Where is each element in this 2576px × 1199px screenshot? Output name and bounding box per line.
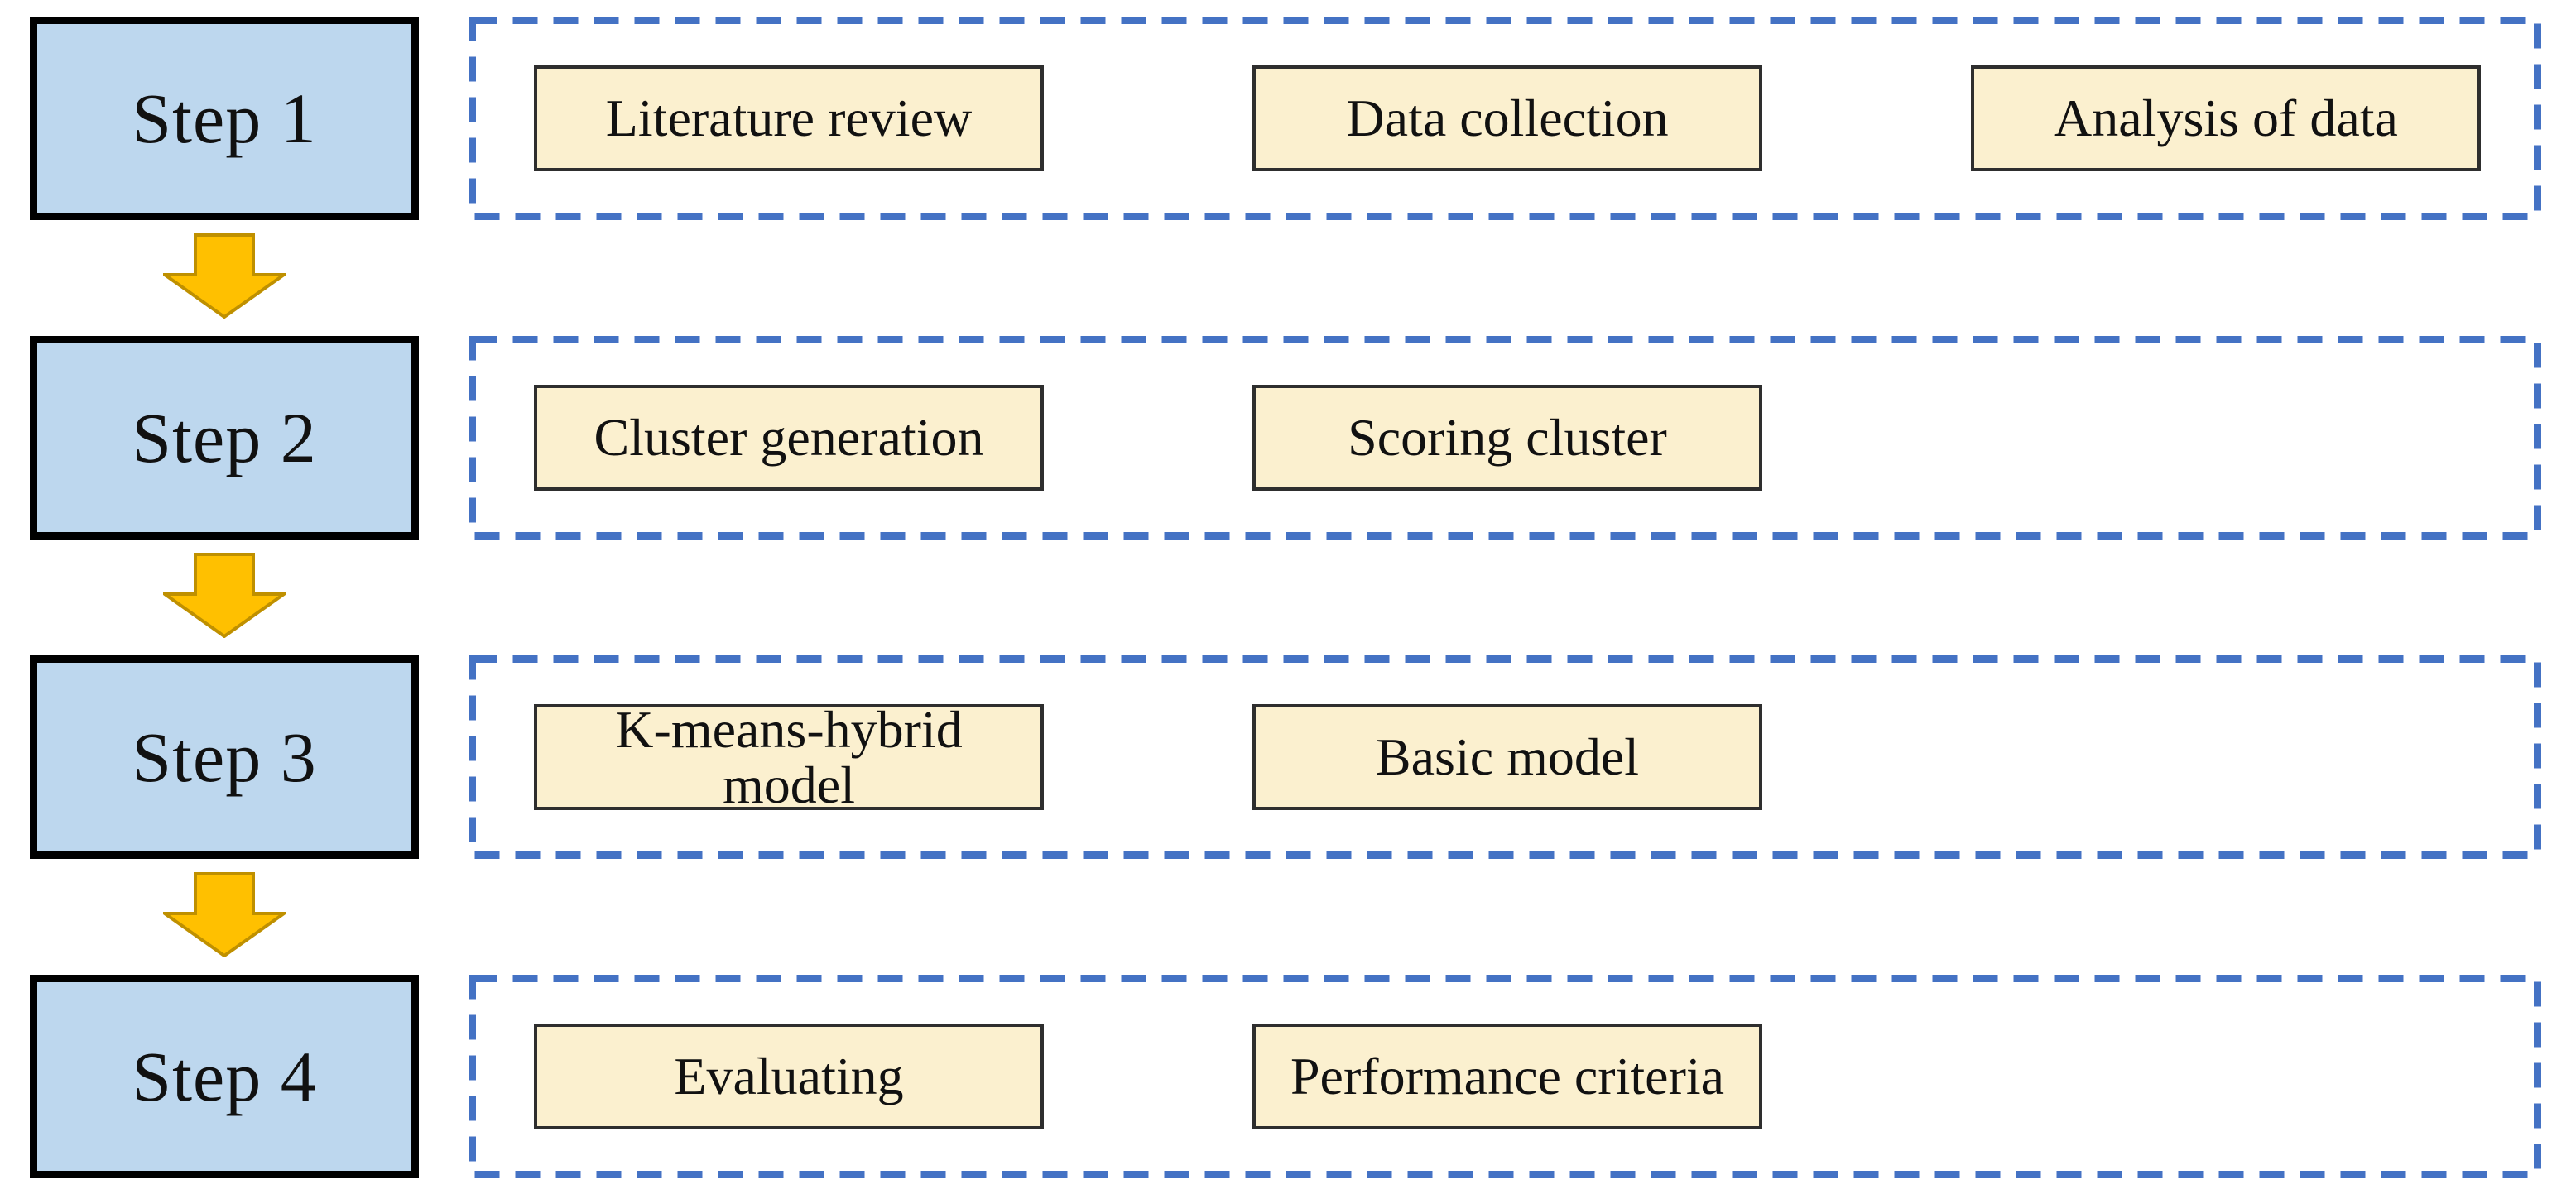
step-2-box: Step 2 (30, 336, 419, 540)
step-3-box: Step 3 (30, 655, 419, 859)
task-box: Scoring cluster (1252, 385, 1762, 491)
task-label: Scoring cluster (1348, 408, 1667, 468)
step-row-2: Step 2 Cluster generation Scoring cluste… (30, 336, 2541, 638)
step-2-label: Step 2 (132, 398, 317, 477)
step-3-label: Step 3 (132, 717, 317, 797)
step-1-tasks-container: Literature review Data collection Analys… (469, 17, 2541, 220)
step-1-cell: Step 1 (30, 17, 419, 319)
task-box: K-means-hybrid model (534, 699, 1044, 814)
step-1-label: Step 1 (132, 79, 317, 158)
step-2-cell: Step 2 (30, 336, 419, 638)
task-label: Performance criteria (1290, 1047, 1725, 1106)
task-box: Performance criteria (1252, 1024, 1762, 1129)
down-arrow-icon (163, 553, 286, 638)
task-label: Literature review (605, 89, 973, 148)
task-label: Evaluating (674, 1047, 904, 1106)
task-label: K-means-hybrid model (615, 699, 963, 814)
task-box: Basic model (1252, 704, 1762, 810)
step-1-box: Step 1 (30, 17, 419, 220)
task-box: Evaluating (534, 1024, 1044, 1129)
task-label: Data collection (1346, 89, 1669, 148)
step-4-cell: Step 4 (30, 975, 419, 1178)
task-box: Data collection (1252, 65, 1762, 171)
down-arrow-icon (163, 872, 286, 957)
step-3-tasks-container: K-means-hybrid model Basic model (469, 655, 2541, 859)
step-4-label: Step 4 (132, 1037, 317, 1116)
step-2-tasks-container: Cluster generation Scoring cluster (469, 336, 2541, 540)
task-box: Literature review (534, 65, 1044, 171)
step-row-3: Step 3 K-means-hybrid model Basic model (30, 655, 2541, 957)
step-row-1: Step 1 Literature review Data collection… (30, 17, 2541, 319)
task-label: Cluster generation (594, 408, 984, 468)
down-arrow-icon (163, 233, 286, 319)
task-box: Analysis of data (1971, 65, 2481, 171)
step-row-4: Step 4 Evaluating Performance criteria (30, 975, 2541, 1178)
step-4-tasks-container: Evaluating Performance criteria (469, 975, 2541, 1178)
step-3-cell: Step 3 (30, 655, 419, 957)
step-4-box: Step 4 (30, 975, 419, 1178)
task-box: Cluster generation (534, 385, 1044, 491)
task-label: Analysis of data (2054, 89, 2398, 148)
task-label: Basic model (1375, 727, 1640, 787)
